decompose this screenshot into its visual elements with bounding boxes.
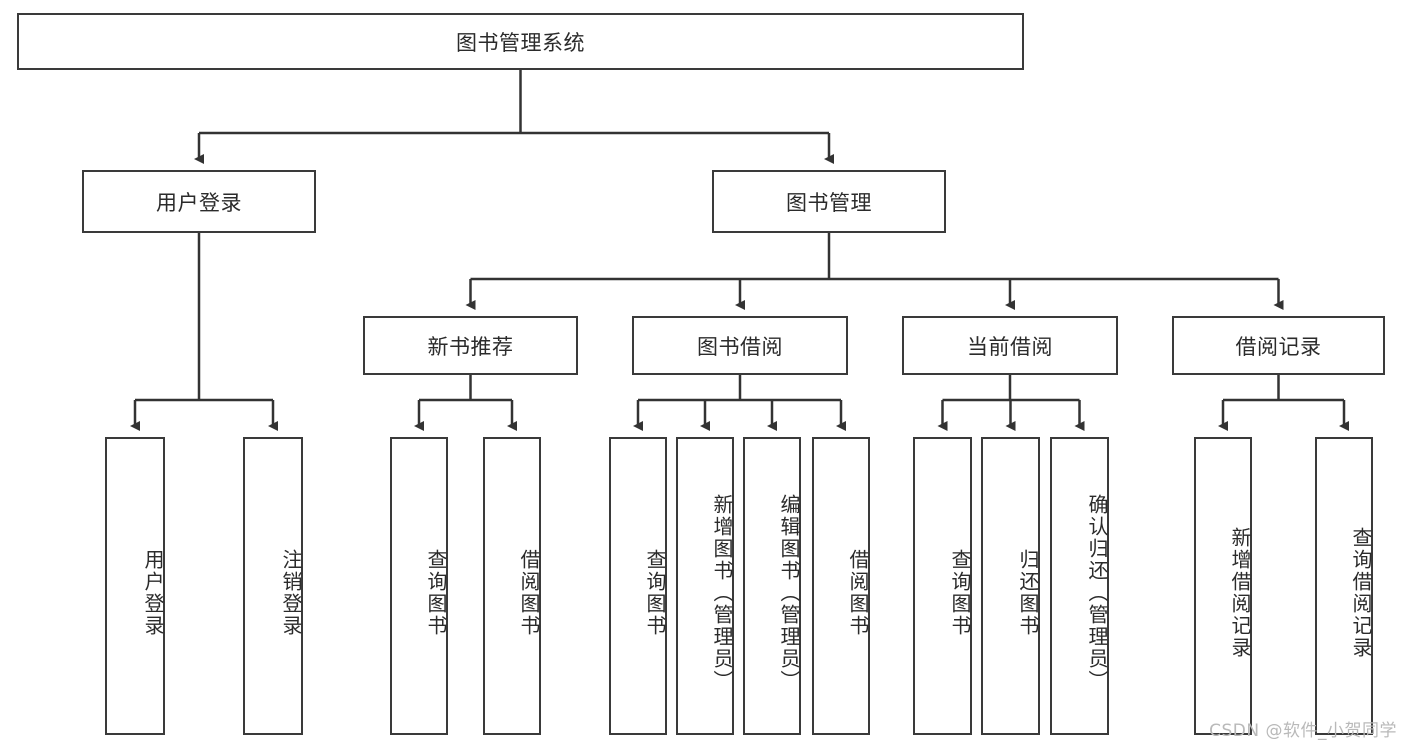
node-borrow-record[interactable]: 借阅记录 [1172,316,1385,375]
node-book-manage[interactable]: 图书管理 [712,170,946,233]
node-label: 借阅图书 [846,549,870,637]
node-label: 查询图书 [643,549,667,637]
node-leaf-add-book[interactable]: 新增图书（管理员） [676,437,734,735]
node-label: 查询图书 [424,549,448,637]
node-label: 编辑图书（管理员） [777,494,801,692]
node-user-login[interactable]: 用户登录 [82,170,316,233]
node-label: 图书借阅 [697,334,783,359]
node-root[interactable]: 图书管理系统 [17,13,1024,70]
node-leaf-query-record[interactable]: 查询借阅记录 [1315,437,1373,735]
node-leaf-borrow-book-2[interactable]: 借阅图书 [812,437,870,735]
node-current-borrow[interactable]: 当前借阅 [902,316,1118,375]
node-leaf-add-record[interactable]: 新增借阅记录 [1194,437,1252,735]
node-label: 新书推荐 [427,334,514,359]
node-leaf-return-book[interactable]: 归还图书 [981,437,1040,735]
node-label: 图书管理系统 [456,30,585,55]
node-label: 确认归还（管理员） [1085,494,1109,692]
node-leaf-query-book-3[interactable]: 查询图书 [913,437,972,735]
node-leaf-borrow-book-1[interactable]: 借阅图书 [483,437,541,735]
node-leaf-logout[interactable]: 注销登录 [243,437,303,735]
node-new-book-rec[interactable]: 新书推荐 [363,316,578,375]
node-leaf-confirm-return[interactable]: 确认归还（管理员） [1050,437,1109,735]
node-book-borrow[interactable]: 图书借阅 [632,316,848,375]
node-label: 新增图书（管理员） [710,494,734,692]
node-label: 用户登录 [156,190,242,215]
node-leaf-user-login[interactable]: 用户登录 [105,437,165,735]
node-label: 图书管理 [786,190,872,215]
node-label: 当前借阅 [967,334,1053,359]
node-leaf-edit-book[interactable]: 编辑图书（管理员） [743,437,801,735]
node-label: 归还图书 [1016,549,1040,637]
node-label: 借阅记录 [1235,334,1322,359]
node-label: 新增借阅记录 [1228,527,1252,659]
node-label: 查询借阅记录 [1349,527,1373,659]
node-label: 借阅图书 [517,549,541,637]
node-label: 用户登录 [141,549,165,637]
watermark: CSDN @软件_小贺同学 [1209,721,1397,741]
node-leaf-query-book-2[interactable]: 查询图书 [609,437,667,735]
node-leaf-query-book-1[interactable]: 查询图书 [390,437,448,735]
node-label: 注销登录 [279,549,303,637]
node-label: 查询图书 [948,549,972,637]
